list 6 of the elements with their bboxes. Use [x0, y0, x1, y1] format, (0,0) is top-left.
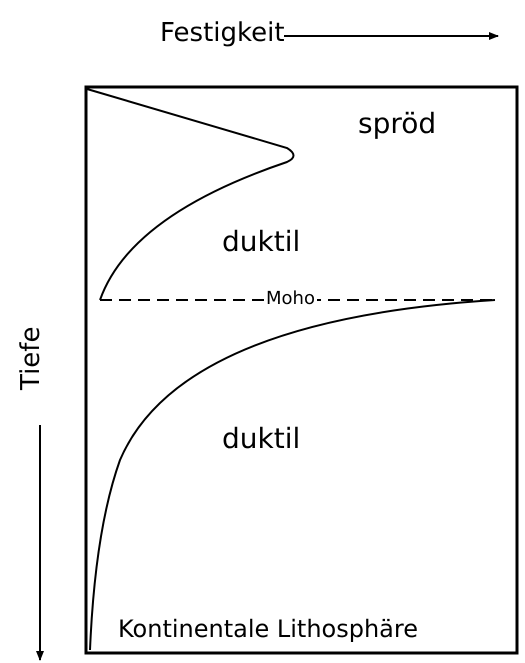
axis-label: Tiefe — [18, 326, 44, 390]
region-label: spröd — [358, 110, 436, 138]
region-label: duktil — [222, 228, 300, 256]
caption-label: Kontinentale Lithosphäre — [118, 617, 418, 641]
region-label: duktil — [222, 425, 300, 453]
axis-label: Festigkeit — [160, 20, 285, 46]
